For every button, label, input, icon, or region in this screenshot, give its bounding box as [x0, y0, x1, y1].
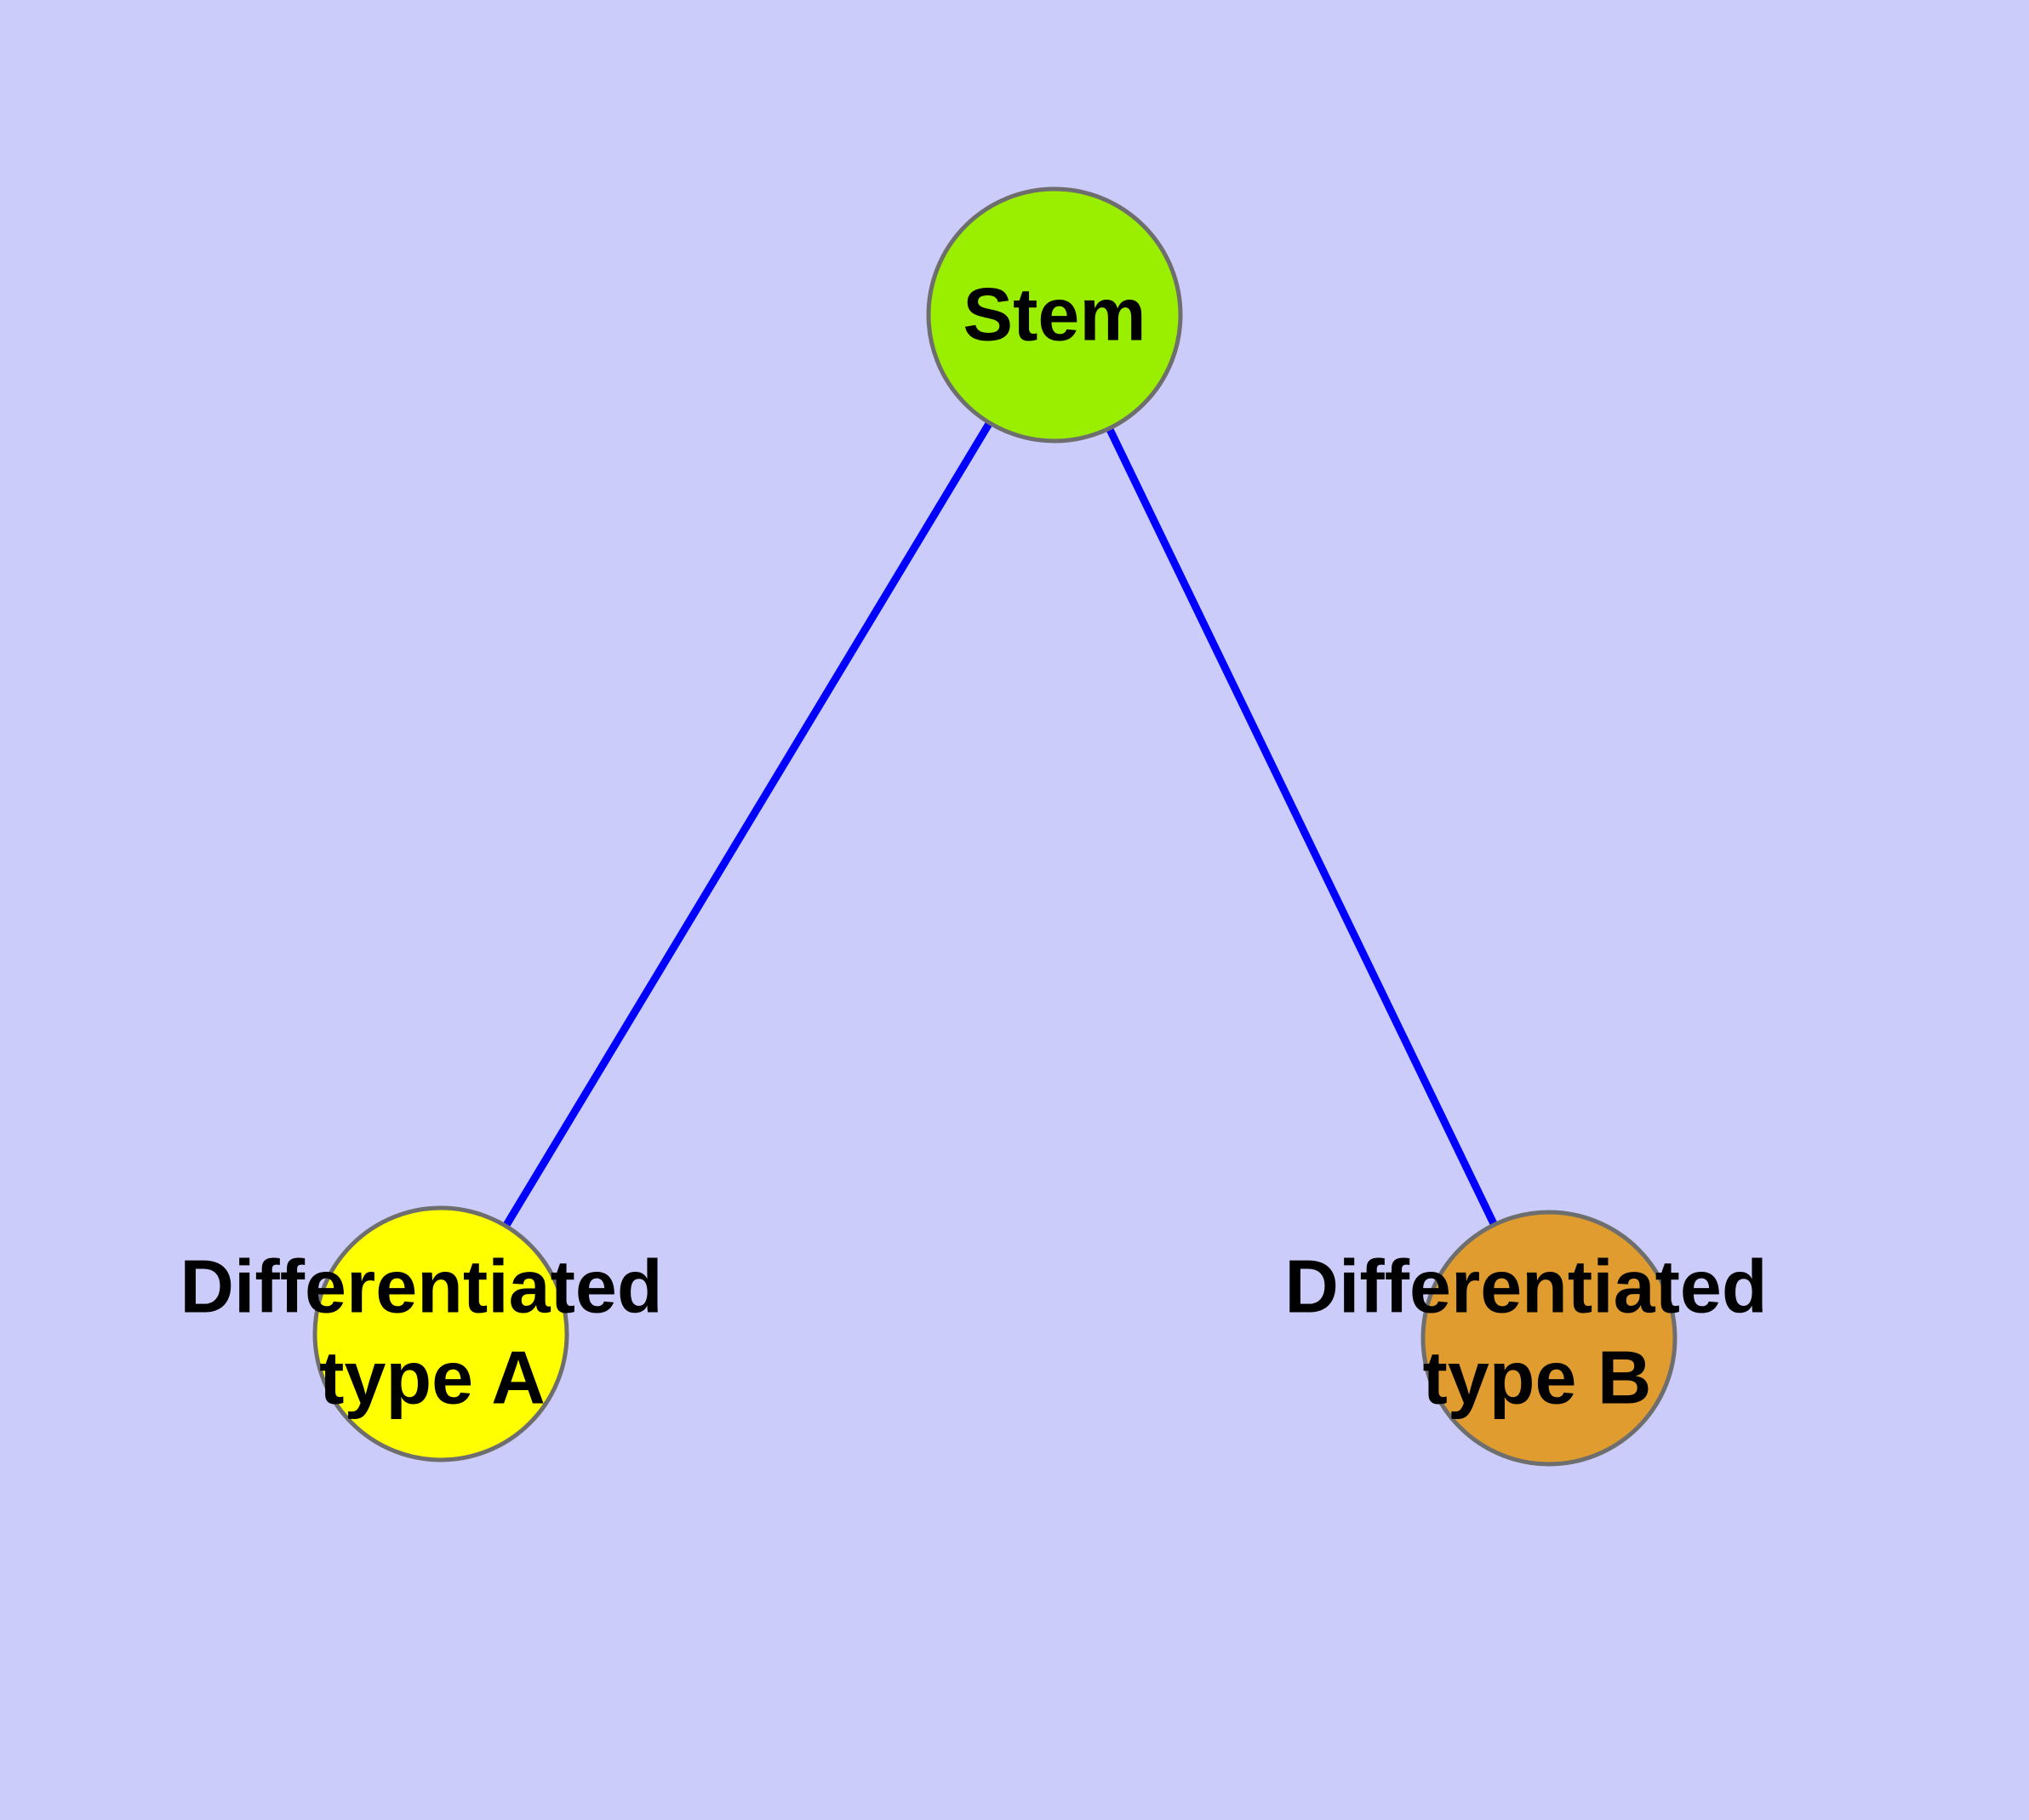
node-diff-b-circle[interactable] — [1420, 1210, 1677, 1467]
node-stem-label: Stem — [963, 272, 1146, 356]
node-diff-b-label-line1: Differentiated — [1284, 1244, 1767, 1328]
node-diff-a[interactable] — [312, 1205, 569, 1462]
node-stem-circle[interactable] — [926, 186, 1183, 444]
node-diff-a-circle[interactable] — [312, 1205, 569, 1462]
edge-stem-to-diff-a[interactable] — [437, 312, 1058, 1336]
node-diff-a-label-line1: Differentiated — [180, 1244, 662, 1328]
node-diff-a-label-line2: type A — [319, 1335, 546, 1419]
node-diff-b[interactable] — [1420, 1210, 1677, 1467]
edge-stem-to-diff-b[interactable] — [1050, 313, 1553, 1340]
label-layer: Stem Differentiated type A Differentiate… — [180, 272, 1767, 1419]
node-stem[interactable] — [926, 186, 1183, 444]
node-layer — [312, 186, 1677, 1467]
edge-layer — [437, 312, 1553, 1340]
node-diff-b-label-line2: type B — [1423, 1335, 1652, 1419]
